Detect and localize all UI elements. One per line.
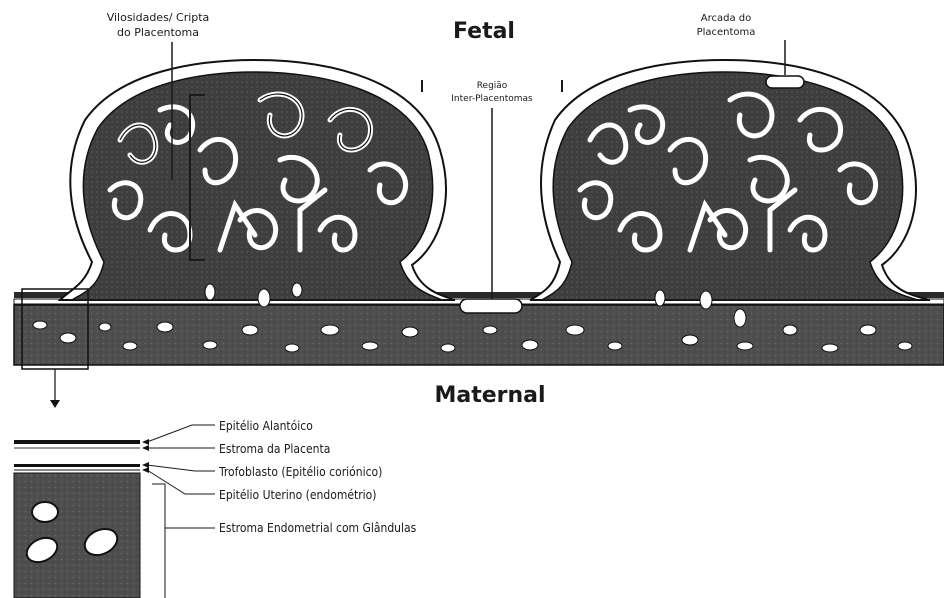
placentome-left xyxy=(60,60,455,300)
legend-pointers xyxy=(147,425,215,598)
placentome-right xyxy=(530,60,930,300)
legend-item-uterine-epithelium: Epitélio Uterino (endométrio) xyxy=(219,488,376,502)
legend-item-trophoblast: Trofoblasto (Epitélio coriónico) xyxy=(218,465,382,479)
legend-item-endometrial-stroma: Estroma Endometrial com Glândulas xyxy=(219,521,417,535)
legend-item-allantoic-epithelium: Epitélio Alantóico xyxy=(219,419,313,433)
inter-label-line2: Inter-Placentomas xyxy=(451,94,533,104)
inter-region-marker xyxy=(460,299,522,313)
arcade-marker xyxy=(766,76,804,88)
villi-label-line2: do Placentoma xyxy=(117,26,199,39)
legend-item-placental-stroma: Estroma da Placenta xyxy=(219,442,330,456)
detail-inset xyxy=(14,440,140,598)
detail-arrow-head xyxy=(50,400,60,408)
maternal-label: Maternal xyxy=(434,383,545,408)
arcade-label-line2: Placentoma xyxy=(697,27,756,38)
fetal-label: Fetal xyxy=(453,19,515,44)
inter-label-line1: Região xyxy=(477,81,508,91)
arcade-label-line1: Arcada do xyxy=(701,13,751,24)
villi-label-line1: Vilosidades/ Cripta xyxy=(107,11,210,24)
legend-arrowheads xyxy=(142,439,149,473)
